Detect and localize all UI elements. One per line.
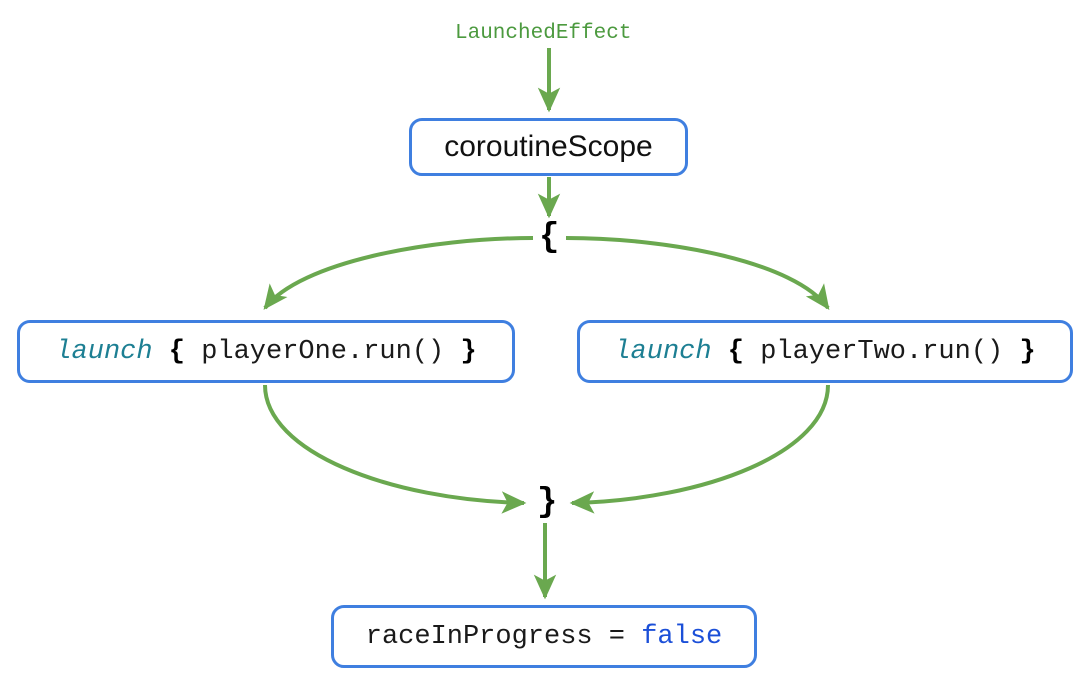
- node-coroutine-scope-label: coroutineScope: [444, 130, 653, 163]
- launch-one-space-2: [185, 337, 201, 367]
- close-brace-glyph: }: [537, 484, 558, 522]
- launch-one-code: launch { playerOne.run() }: [55, 337, 476, 367]
- launch-one-close-brace: }: [460, 336, 477, 367]
- edge-launch-two-to-close-brace: [569, 384, 830, 514]
- race-flag-code: raceInProgress = false: [366, 622, 722, 652]
- launch-one-open-brace: {: [168, 336, 185, 367]
- edge-open-brace-to-launch-two: [565, 236, 830, 310]
- launch-one-space-1: [153, 337, 169, 367]
- launch-one-body: playerOne.run(): [201, 336, 445, 367]
- edge-launch-one-to-close-brace: [263, 384, 527, 514]
- node-race-in-progress[interactable]: raceInProgress = false: [331, 605, 757, 668]
- race-flag-value: false: [641, 621, 723, 652]
- launch-one-space-3: [444, 337, 460, 367]
- node-launch-player-one[interactable]: launch { playerOne.run() }: [17, 320, 515, 383]
- launch-two-body: playerTwo.run(): [760, 336, 1004, 367]
- edge-open-brace-to-launch-one: [263, 236, 534, 310]
- launch-two-open-brace: {: [727, 336, 744, 367]
- race-flag-assignment: raceInProgress =: [365, 621, 642, 652]
- source-label-launchedeffect: LaunchedEffect: [455, 22, 632, 45]
- launch-two-keyword: launch: [614, 336, 712, 367]
- launch-two-space-1: [712, 337, 728, 367]
- node-coroutine-scope[interactable]: coroutineScope: [409, 118, 688, 176]
- launch-two-code: launch { playerTwo.run() }: [614, 337, 1035, 367]
- launch-two-space-2: [744, 337, 760, 367]
- launch-two-close-brace: }: [1019, 336, 1036, 367]
- node-launch-player-two[interactable]: launch { playerTwo.run() }: [577, 320, 1073, 383]
- open-brace-glyph: {: [539, 219, 560, 257]
- launch-one-keyword: launch: [55, 336, 153, 367]
- launch-two-space-3: [1003, 337, 1019, 367]
